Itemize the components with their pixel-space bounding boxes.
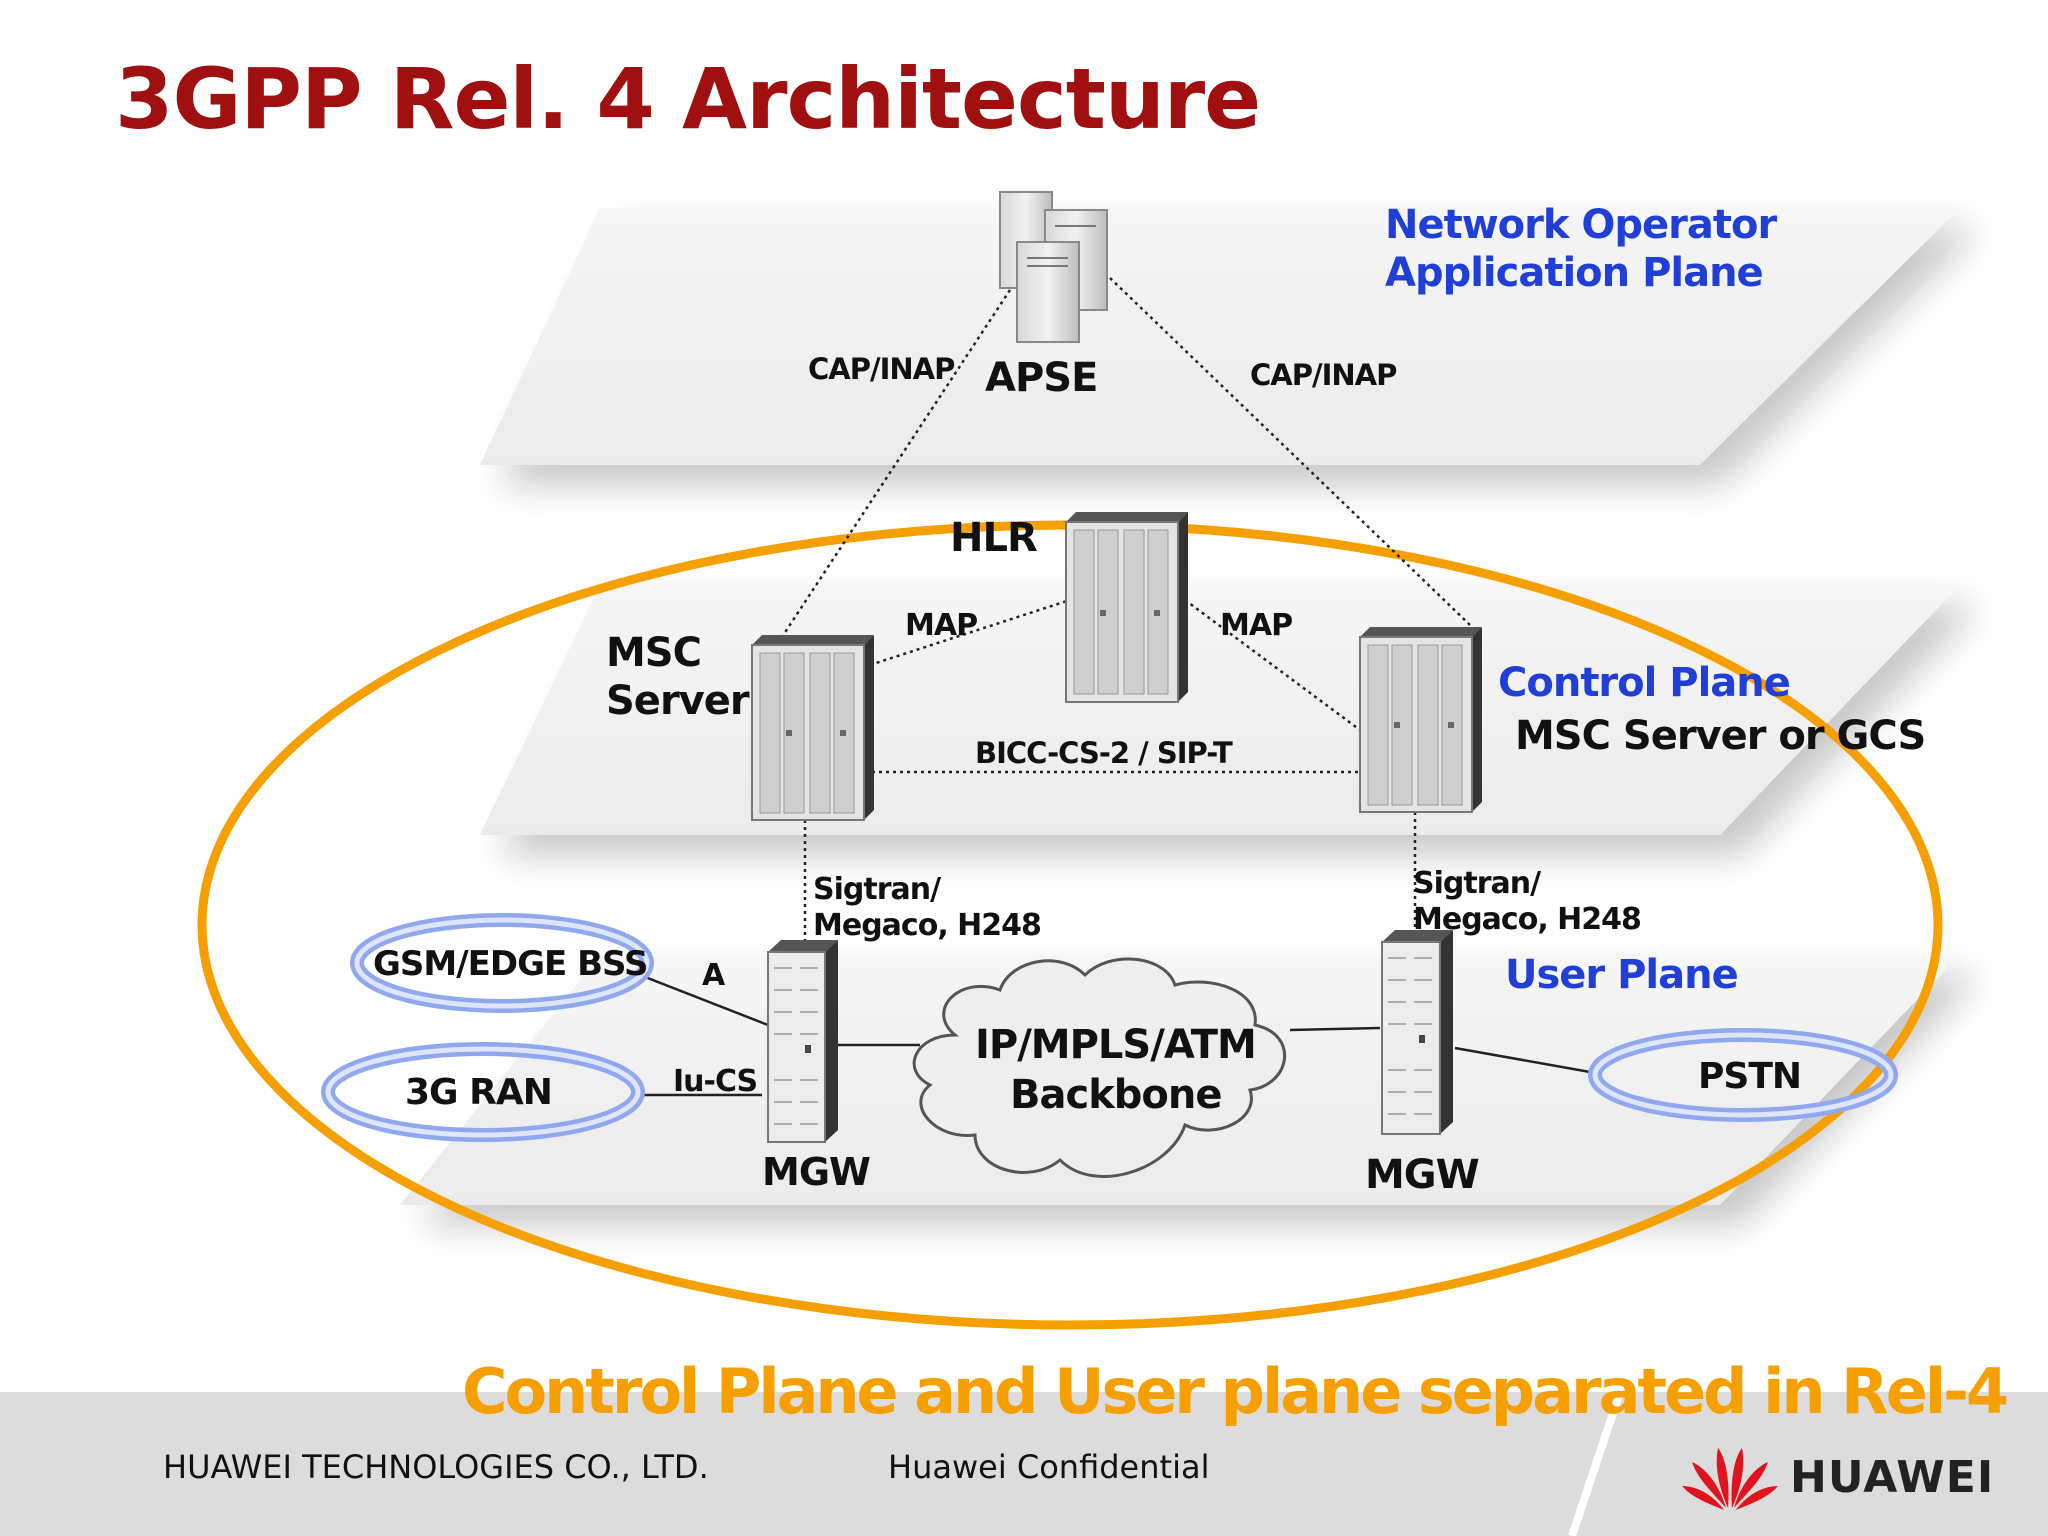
mgw-right-label: MGW bbox=[1365, 1152, 1480, 1198]
huawei-brand-text: HUAWEI bbox=[1790, 1452, 1995, 1503]
msc-server-label-line2: Server bbox=[606, 678, 750, 724]
cap-inap-left-label: CAP/INAP bbox=[808, 352, 955, 386]
page-title: 3GPP Rel. 4 Architecture bbox=[115, 50, 1261, 148]
application-plane-label-line2: Application Plane bbox=[1385, 250, 1764, 296]
backbone-label-line2: Backbone bbox=[1010, 1072, 1223, 1118]
msc-server-label-line1: MSC bbox=[606, 630, 702, 676]
hlr-label: HLR bbox=[950, 515, 1038, 561]
msc-server-left-rack-icon bbox=[751, 635, 874, 821]
map-right-link bbox=[1184, 598, 1361, 732]
gsm-bss-label: GSM/EDGE BSS bbox=[373, 944, 648, 984]
msc-server-right-rack-icon bbox=[1359, 627, 1482, 813]
mgw-left-rack-icon bbox=[767, 940, 838, 1143]
sigtran-right-label-line2: Megaco, H248 bbox=[1413, 902, 1642, 937]
bicc-label: BICC-CS-2 / SIP-T bbox=[975, 736, 1233, 770]
sigtran-left-label-line2: Megaco, H248 bbox=[813, 908, 1042, 943]
a-link bbox=[639, 973, 769, 1027]
apse-label: APSE bbox=[985, 355, 1098, 401]
mgw-right-rack-icon bbox=[1381, 930, 1453, 1135]
control-plane-label: Control Plane bbox=[1498, 660, 1791, 706]
footer-company: HUAWEI TECHNOLOGIES CO., LTD. bbox=[163, 1448, 709, 1486]
footer-confidential: Huawei Confidential bbox=[888, 1448, 1210, 1486]
backbone-mgw-right-link bbox=[1289, 1026, 1381, 1032]
caption: Control Plane and User plane separated i… bbox=[462, 1355, 2009, 1428]
hlr-rack-icon bbox=[1065, 512, 1188, 703]
user-plane-label: User Plane bbox=[1505, 952, 1739, 998]
backbone-cloud-icon bbox=[912, 957, 1286, 1178]
3g-ran-label: 3G RAN bbox=[405, 1072, 553, 1113]
application-plane-label-line1: Network Operator bbox=[1385, 202, 1777, 248]
backbone-label-line1: IP/MPLS/ATM bbox=[975, 1022, 1257, 1068]
footer-accent bbox=[1568, 1392, 1624, 1536]
pstn-label: PSTN bbox=[1698, 1056, 1802, 1097]
apse-server-icon bbox=[999, 191, 1108, 343]
a-interface-label: A bbox=[702, 958, 725, 993]
sigtran-left-label-line1: Sigtran/ bbox=[813, 872, 941, 907]
map-left-link bbox=[869, 598, 1071, 667]
application-plane bbox=[480, 208, 1960, 465]
pstn-oval bbox=[1588, 1028, 1898, 1122]
mgw-pstn-link bbox=[1454, 1046, 1591, 1074]
cap-inap-right-label: CAP/INAP bbox=[1250, 358, 1397, 392]
3g-ran-oval bbox=[321, 1042, 645, 1142]
sigtran-right-label-line1: Sigtran/ bbox=[1413, 866, 1541, 901]
gsm-bss-oval bbox=[350, 913, 654, 1013]
footer-bar bbox=[0, 1392, 2048, 1536]
map-right-label: MAP bbox=[1220, 608, 1293, 643]
mgw-left-label: MGW bbox=[762, 1150, 871, 1194]
huawei-logo-icon bbox=[1682, 1448, 1778, 1510]
map-left-label: MAP bbox=[905, 608, 978, 643]
control-plane-sublabel: MSC Server or GCS bbox=[1515, 713, 1926, 759]
iu-cs-interface-label: Iu-CS bbox=[673, 1064, 758, 1099]
